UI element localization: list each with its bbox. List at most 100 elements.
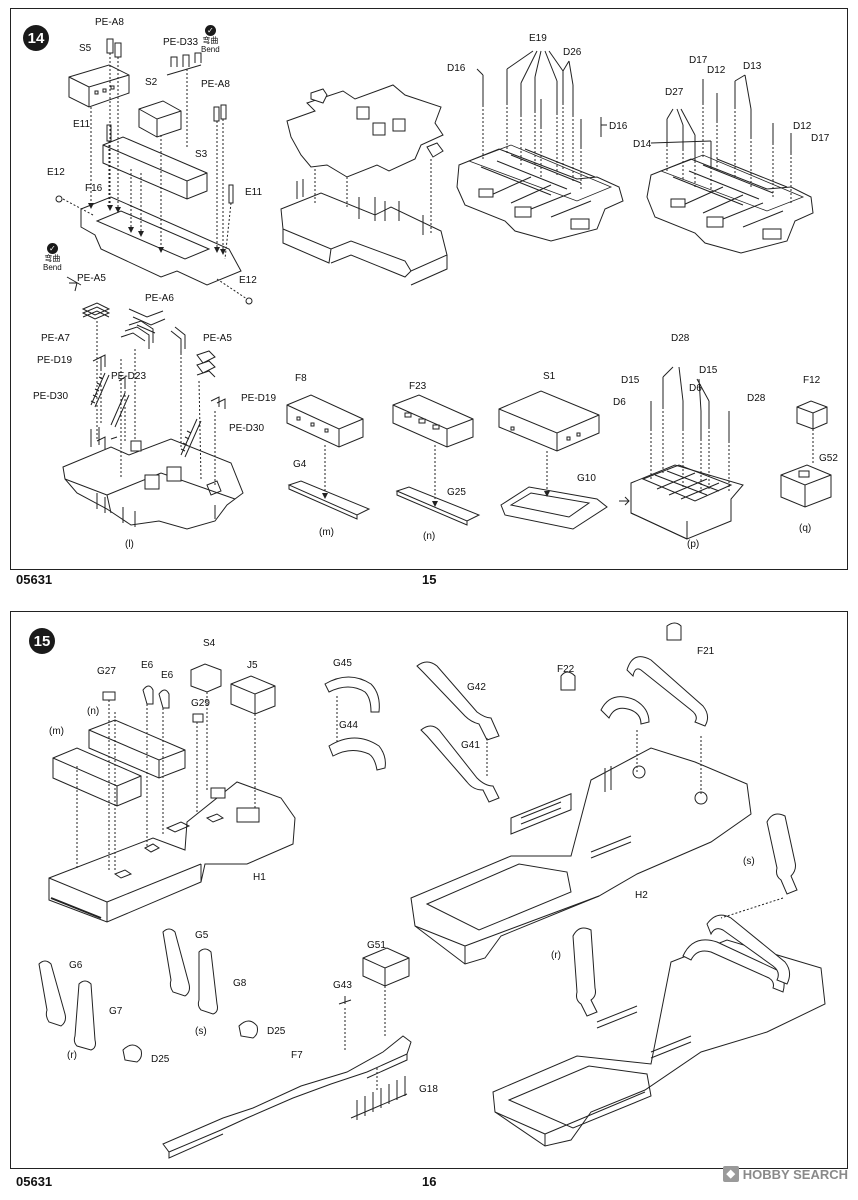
label-f21: F21 [697,646,715,657]
label-pe-d33: PE-D33 [163,37,199,48]
assembly-q [781,401,831,507]
label-h1: H1 [253,872,266,883]
label-d6: D6 [689,383,702,394]
step-14-panel: 14 [10,8,848,570]
label-g45: G45 [333,658,352,669]
label-d12: D12 [707,65,726,76]
bend-icon: ✓ [204,25,216,36]
label-g27: G27 [97,666,116,677]
bend-note-left: ✓ 弯曲 Bend [43,243,62,272]
watermark: ◆ HOBBY SEARCH [722,1166,848,1182]
label-d14: D14 [633,139,652,150]
label-d15-b: D15 [699,365,718,376]
label-d26: D26 [563,47,582,58]
label-f12: F12 [803,375,821,386]
assembly-hull-pins-2 [647,75,813,253]
label-f8: F8 [295,373,307,384]
label-e6-b: E6 [161,670,174,681]
step-number-badge: 14 [23,25,49,51]
label-s4: S4 [203,638,216,649]
label-g51: G51 [367,940,386,951]
label-pe-d30-b: PE-D30 [229,423,265,434]
label-e6: E6 [141,660,154,671]
label-d28: D28 [671,333,690,344]
assembly-lower-right [493,814,825,1146]
sub-label-l: (l) [125,539,134,550]
label-s-ref-b: (s) [195,1026,207,1037]
footer-code-bottom: 05631 [16,1174,53,1189]
label-pe-a5: PE-A5 [77,273,106,284]
label-j5: J5 [247,660,258,671]
label-g6: G6 [69,960,83,971]
label-e11-b: E11 [245,187,263,198]
sub-label-m: (m) [319,527,334,538]
label-pe-a7: PE-A7 [41,333,70,344]
bend-en-text: Bend [43,263,62,272]
label-f7: F7 [291,1050,303,1061]
bend-en-text: Bend [201,45,220,54]
label-pe-a8-b: PE-A8 [201,79,230,90]
bend-jp-text: 弯曲 [202,36,219,45]
label-pe-d23: PE-D23 [111,371,147,382]
sub-label-p: (p) [687,539,700,550]
label-d13: D13 [743,61,762,72]
label-pe-a8: PE-A8 [95,17,124,28]
label-r-ref-b: (r) [67,1050,77,1061]
assembly-m [287,395,369,519]
assembly-deck-middle [281,85,447,285]
label-pe-d30: PE-D30 [33,391,69,402]
label-g7: G7 [109,1006,123,1017]
label-e19: E19 [529,33,547,44]
label-d17-b: D17 [811,133,830,144]
label-n-ref: (n) [87,706,100,717]
label-s-ref: (s) [743,856,755,867]
label-g43: G43 [333,980,352,991]
assembly-l-with-pe [63,277,243,529]
label-f23: F23 [409,381,427,392]
label-s5: S5 [79,43,92,54]
label-d16-b: D16 [609,121,628,132]
label-g5: G5 [195,930,209,941]
watermark-text: HOBBY SEARCH [742,1166,848,1182]
label-f16: F16 [85,183,103,194]
assembly-hull-pins-1 [457,51,623,241]
assembly-n [393,395,479,525]
label-e12-b: E12 [239,275,257,286]
label-d12-b: D12 [793,121,812,132]
label-d27: D27 [665,87,684,98]
step-15-panel: 15 [10,611,848,1169]
label-d25-b: D25 [267,1026,286,1037]
label-d15: D15 [621,375,640,386]
label-pe-a5-b: PE-A5 [203,333,232,344]
assembly-s1 [499,391,607,529]
sub-label-q: (q) [799,523,812,534]
step-15-drawing [11,612,847,1168]
assembly-h2 [411,623,751,964]
label-f22: F22 [557,664,575,675]
label-s2: S2 [145,77,158,88]
assembly-l-exploded [56,39,252,304]
label-e11: E11 [73,119,91,130]
assembly-g42-g41 [417,662,499,802]
assembly-g-parts-lower-left [39,929,258,1062]
label-d28-b: D28 [747,393,766,404]
bend-jp-text: 弯曲 [44,254,61,263]
label-g18: G18 [419,1084,438,1095]
label-d16: D16 [447,63,466,74]
label-g52: G52 [819,453,838,464]
label-g8: G8 [233,978,247,989]
label-r-ref: (r) [551,950,561,961]
hobby-search-logo-icon: ◆ [722,1166,739,1182]
label-g4: G4 [293,459,307,470]
label-pe-a6: PE-A6 [145,293,174,304]
page-number-top: 15 [422,572,437,587]
label-g42: G42 [467,682,486,693]
label-g29: G29 [191,698,210,709]
label-s1: S1 [543,371,556,382]
step-14-drawing [11,9,847,569]
label-g44: G44 [339,720,358,731]
label-h2: H2 [635,890,648,901]
label-e12: E12 [47,167,65,178]
label-d25: D25 [151,1054,170,1065]
assembly-p [619,367,743,539]
